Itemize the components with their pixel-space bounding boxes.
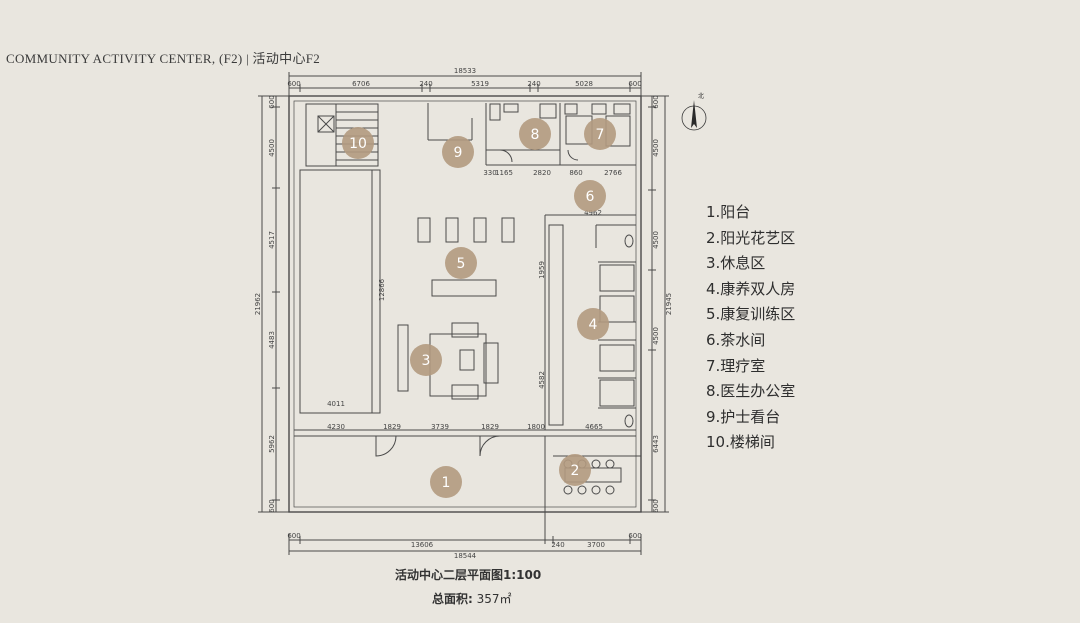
- left-void: [299, 169, 381, 414]
- total-area: 总面积: 357㎡: [432, 590, 512, 607]
- dim-inner: 2820: [533, 169, 551, 177]
- dim-lower: 1829: [383, 423, 401, 431]
- room-marker-2: [559, 454, 591, 486]
- legend-item: 1.阳台: [706, 203, 751, 221]
- legend-item: 10.楼梯间: [706, 433, 775, 452]
- dim-top-total: 18533: [454, 67, 476, 75]
- north-arrow: 北: [681, 92, 707, 131]
- dim-right-seg: 4500: [652, 231, 660, 249]
- room-number-9: 9: [454, 145, 463, 161]
- dim-lower: 4665: [585, 423, 603, 431]
- dim-top-seg: 240: [527, 80, 540, 88]
- legend-item: 5.康复训练区: [706, 305, 796, 324]
- legend-item: 9.护士看台: [706, 407, 781, 426]
- room-legend: 1.阳台 2.阳光花艺区 3.休息区 4.康养双人房 5.康复训练区 6.茶水间…: [706, 200, 795, 456]
- dim-left-seg: 4483: [268, 331, 276, 349]
- dim-left-total: 21962: [254, 293, 262, 315]
- dim-top-seg: 6706: [352, 80, 370, 88]
- dim-top-seg: 240: [419, 80, 432, 88]
- dim-bottom-seg: 600: [628, 532, 641, 540]
- room-number-3: 3: [422, 353, 431, 369]
- legend-item: 7.理疗室: [706, 356, 766, 375]
- room-marker-1: [430, 466, 462, 498]
- dim-left-seg: 600: [268, 95, 276, 108]
- dim-left-seg: 4517: [268, 231, 276, 249]
- dim-right-seg: 600: [652, 95, 660, 108]
- dim-left-seg: 4500: [268, 139, 276, 157]
- room-number-4: 4: [589, 317, 598, 333]
- stairwell: [305, 103, 379, 167]
- dim-left-seg: 600: [268, 499, 276, 512]
- dim-right-seg: 600: [652, 499, 660, 512]
- dim-top-seg: 5319: [471, 80, 489, 88]
- dim-inner-small: 4962: [584, 209, 602, 217]
- north-label: 北: [698, 92, 704, 100]
- dim-lower: 4230: [327, 423, 345, 431]
- dim-right-seg: 6443: [652, 435, 660, 453]
- legend-item: 4.康养双人房: [706, 279, 796, 298]
- dim-lower: 1800: [527, 423, 545, 431]
- dim-right-seg: 4500: [652, 327, 660, 345]
- dim-inner: 1165: [495, 169, 513, 177]
- outer-wall: [288, 95, 642, 513]
- room-number-8: 8: [531, 127, 540, 143]
- room-number-10: 10: [349, 136, 367, 152]
- legend-item: 6.茶水间: [706, 330, 766, 349]
- room-marker-3: [410, 344, 442, 376]
- room-marker-5: [445, 247, 477, 279]
- dim-corridor-right: 4582: [538, 371, 546, 389]
- room-marker-8: [519, 118, 551, 150]
- plan-caption: 活动中心二层平面图1:100: [395, 568, 542, 582]
- dim-inner: 860: [569, 169, 582, 177]
- outer-wall-inner: [293, 100, 637, 508]
- dim-bottom-seg: 240: [551, 541, 564, 549]
- dim-left-seg: 5962: [268, 435, 276, 453]
- dim-bottom-seg: 13606: [411, 541, 434, 549]
- dim-top-seg: 600: [628, 80, 641, 88]
- dim-inner: 2766: [604, 169, 622, 177]
- corridor-right: [548, 224, 564, 426]
- total-area-value: 357㎡: [476, 592, 512, 606]
- dim-corridor-right: 1959: [538, 261, 546, 279]
- dim-lower: 1829: [481, 423, 499, 431]
- dim-bottom-total: 18544: [454, 552, 477, 560]
- dim-lower: 3739: [431, 423, 449, 431]
- dim-bottom-seg: 3700: [587, 541, 605, 549]
- room-marker-9: [442, 136, 474, 168]
- room-number-2: 2: [571, 463, 580, 479]
- dim-inner: 330: [483, 169, 496, 177]
- total-area-label: 总面积:: [432, 592, 473, 606]
- room-number-7: 7: [596, 127, 605, 143]
- room-number-5: 5: [457, 256, 466, 272]
- dim-top-seg: 5028: [575, 80, 593, 88]
- dim-right-total: 21945: [665, 293, 673, 315]
- legend-item: 8.医生办公室: [706, 382, 796, 401]
- dim-corridor: 12866: [378, 278, 386, 301]
- dim-right-seg: 4500: [652, 139, 660, 157]
- dim-bottom-seg: 600: [287, 532, 300, 540]
- room-marker-10: [342, 127, 374, 159]
- training-bar: [431, 279, 497, 297]
- dim-top-seg: 600: [287, 80, 300, 88]
- room-number-6: 6: [586, 189, 595, 205]
- drawing-title: COMMUNITY ACTIVITY CENTER, (F2) | 活动中心F2: [6, 51, 321, 66]
- dim-bottom-left: 4011: [327, 400, 345, 408]
- room-marker-6: [574, 180, 606, 212]
- room-marker-4: [577, 308, 609, 340]
- legend-item: 2.阳光花艺区: [706, 228, 796, 247]
- room-marker-7: [584, 118, 616, 150]
- legend-item: 3.休息区: [706, 254, 766, 273]
- room-number-1: 1: [442, 475, 451, 491]
